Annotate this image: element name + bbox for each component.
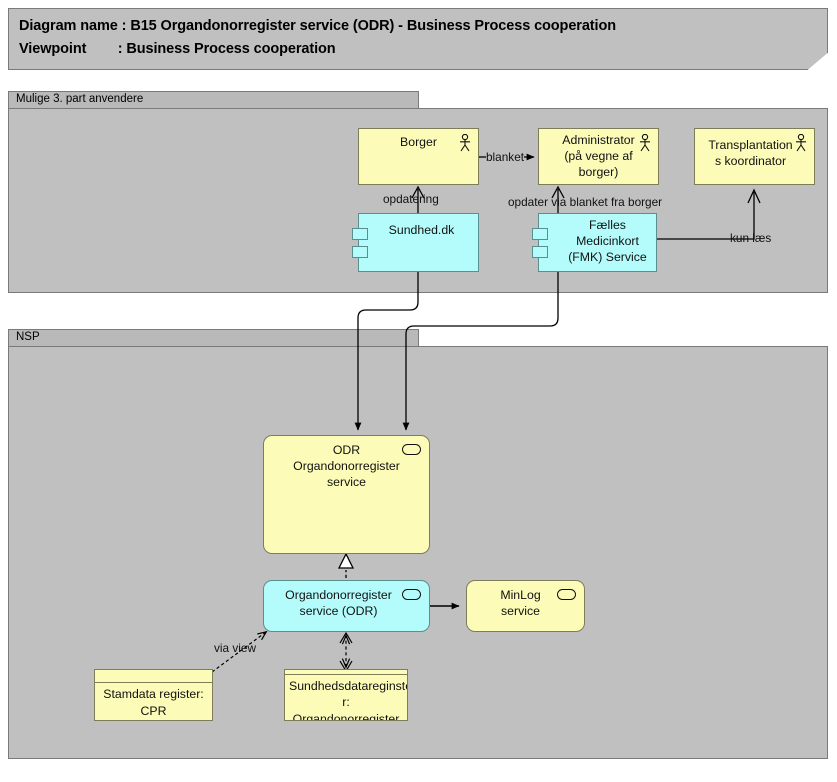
component-tab-upper bbox=[532, 228, 548, 240]
node-odr-application-service[interactable]: Organdonorregister service (ODR) bbox=[263, 580, 430, 632]
node-borger[interactable]: Borger bbox=[358, 128, 479, 185]
node-borger-label: Borger bbox=[400, 135, 437, 149]
diagram-title-banner: Diagram name : B15 Organdonorregister se… bbox=[8, 8, 828, 70]
component-tab-lower bbox=[352, 246, 368, 258]
node-sundhedsdataregister[interactable]: Sundhedsdatareginste r: Organdonorregist… bbox=[284, 669, 408, 721]
node-sundhed-dk-label: Sundhed.dk bbox=[388, 223, 455, 237]
component-icon bbox=[352, 228, 368, 264]
edge-label-opdater-blanket: opdater via blanket fra borger bbox=[508, 195, 663, 209]
diagram-name-line: Diagram name : B15 Organdonorregister se… bbox=[19, 18, 616, 34]
edge-label-kun-laes: kun læs bbox=[730, 231, 772, 245]
group-nsp-label: NSP bbox=[16, 331, 40, 343]
node-transplantation-koordinator-label: Transplantation s koordinator bbox=[708, 138, 793, 169]
service-icon bbox=[557, 589, 576, 600]
node-minlog-service-label: MinLog service bbox=[500, 588, 541, 619]
group-third-party-label: Mulige 3. part anvendere bbox=[16, 93, 144, 105]
node-fmk-service[interactable]: Fælles Medicinkort (FMK) Service bbox=[532, 213, 657, 272]
node-odr-application-service-label: Organdonorregister service (ODR) bbox=[285, 588, 392, 619]
node-stamdata-cpr-label: Stamdata register: CPR bbox=[103, 687, 204, 718]
data-object-icon bbox=[95, 671, 212, 684]
node-stamdata-cpr[interactable]: Stamdata register: CPR bbox=[94, 669, 213, 721]
node-sundhedsdataregister-label: Sundhedsdatareginste r: Organdonorregist… bbox=[289, 679, 408, 721]
group-nsp-tab: NSP bbox=[8, 329, 419, 347]
diagram-name-key: Diagram name : bbox=[19, 18, 127, 34]
diagram-name-value: B15 Organdonorregister service (ODR) - B… bbox=[126, 18, 616, 34]
node-odr-service-label: ODR Organdonorregister service bbox=[293, 443, 400, 490]
group-third-party-tab: Mulige 3. part anvendere bbox=[8, 91, 419, 109]
node-minlog-service[interactable]: MinLog service bbox=[466, 580, 585, 632]
node-sundhed-dk[interactable]: Sundhed.dk bbox=[352, 213, 479, 272]
viewpoint-line: Viewpoint : Business Process cooperation bbox=[19, 41, 336, 57]
component-icon bbox=[532, 228, 548, 264]
node-administrator[interactable]: Administrator (på vegne af borger) bbox=[538, 128, 659, 185]
edge-label-opdatering: opdatering bbox=[383, 192, 439, 206]
service-icon bbox=[402, 444, 421, 455]
viewpoint-key: Viewpoint bbox=[19, 41, 87, 57]
node-administrator-label: Administrator (på vegne af borger) bbox=[562, 133, 635, 180]
service-icon bbox=[402, 589, 421, 600]
edge-label-via-view: via view bbox=[214, 641, 256, 655]
node-transplantation-koordinator[interactable]: Transplantation s koordinator bbox=[694, 128, 815, 185]
edge-label-blanket: blanket bbox=[486, 150, 525, 164]
node-fmk-service-label: Fælles Medicinkort (FMK) Service bbox=[568, 218, 647, 265]
viewpoint-value: : Business Process cooperation bbox=[86, 41, 336, 57]
component-tab-upper bbox=[352, 228, 368, 240]
component-tab-lower bbox=[532, 246, 548, 258]
node-odr-service[interactable]: ODR Organdonorregister service bbox=[263, 435, 430, 554]
data-object-icon bbox=[285, 670, 407, 676]
